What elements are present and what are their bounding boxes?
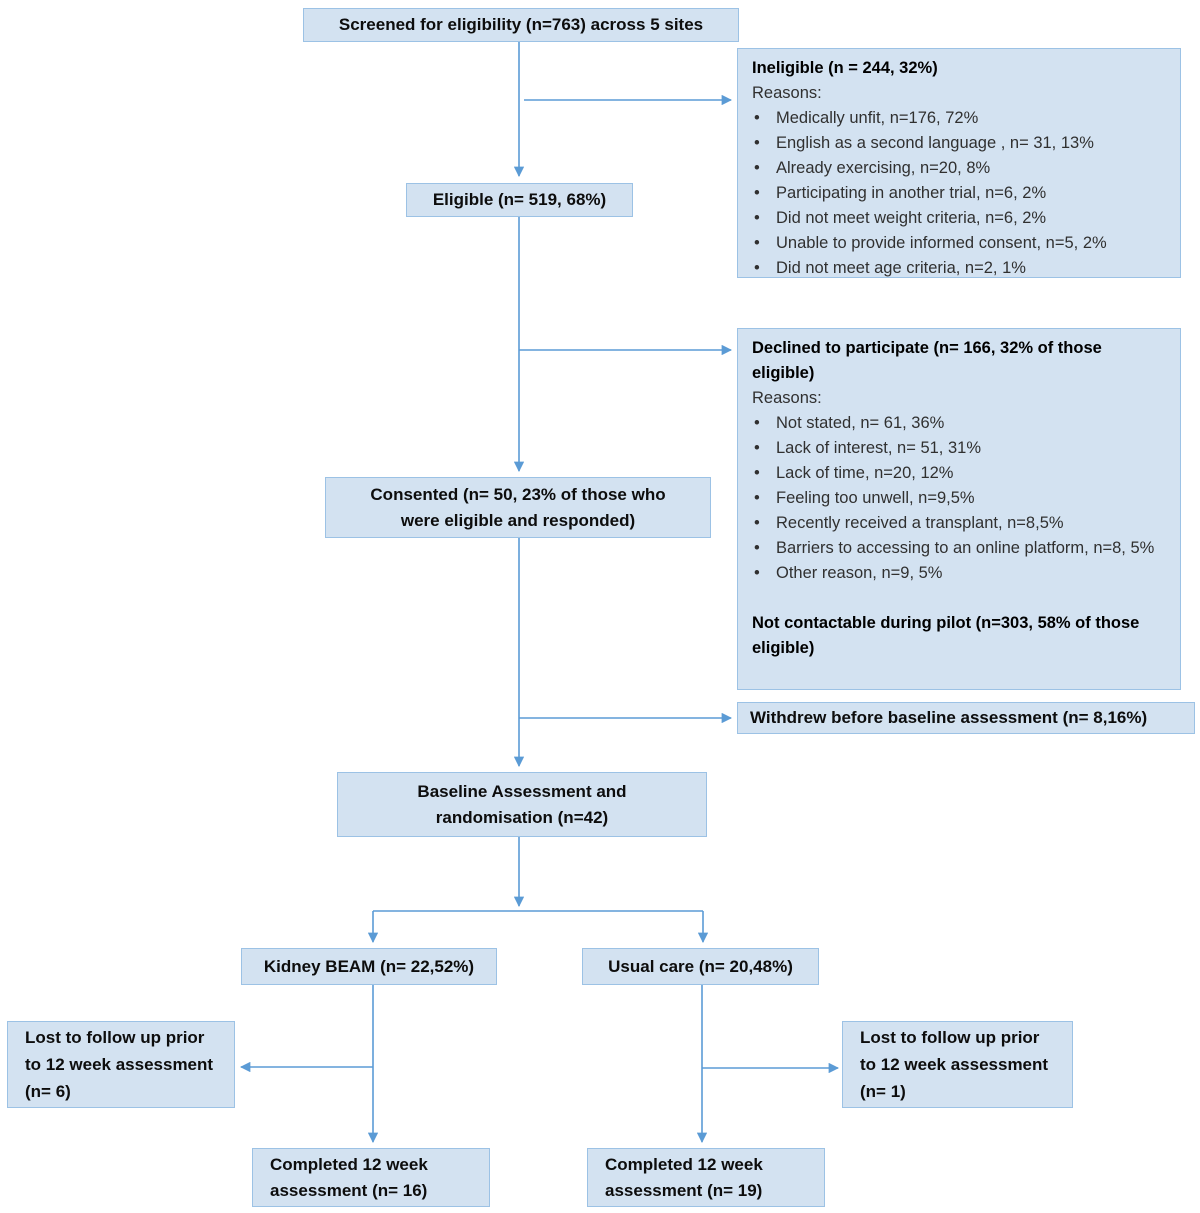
box-completed-right: Completed 12 week assessment (n= 19): [587, 1148, 825, 1207]
box-withdrew: Withdrew before baseline assessment (n= …: [737, 702, 1195, 734]
box-declined-title: Declined to participate (n= 166, 32% of …: [752, 339, 1102, 382]
box-completed-right-line: Completed 12 week: [605, 1154, 763, 1174]
reason-item: Medically unfit, n=176, 72%: [752, 106, 1166, 131]
box-lost-left: Lost to follow up prior to 12 week asses…: [7, 1021, 235, 1108]
box-screened: Screened for eligibility (n=763) across …: [303, 8, 739, 42]
box-lost-left-line: (n= 6): [25, 1082, 71, 1101]
box-kidney-beam-label: Kidney BEAM (n= 22,52%): [263, 956, 475, 976]
box-baseline-line: Baseline Assessment and: [417, 781, 627, 801]
reason-item: Lack of time, n=20, 12%: [752, 461, 1166, 486]
box-eligible: Eligible (n= 519, 68%): [406, 183, 633, 217]
box-declined-reasons-list: Not stated, n= 61, 36% Lack of interest,…: [752, 411, 1166, 586]
reason-item: English as a second language , n= 31, 13…: [752, 131, 1166, 156]
box-kidney-beam: Kidney BEAM (n= 22,52%): [241, 948, 497, 985]
reason-item: Already exercising, n=20, 8%: [752, 156, 1166, 181]
box-lost-right-line: (n= 1): [860, 1082, 906, 1101]
box-usual-care-label: Usual care (n= 20,48%): [608, 956, 793, 976]
box-completed-right-line: assessment (n= 19): [605, 1180, 763, 1200]
box-consented-line: Consented (n= 50, 23% of those who: [370, 484, 666, 504]
box-ineligible: Ineligible (n = 244, 32%) Reasons: Medic…: [737, 48, 1181, 281]
box-baseline: Baseline Assessment and randomisation (n…: [337, 772, 707, 837]
box-consented: Consented (n= 50, 23% of those who were …: [325, 477, 711, 538]
box-declined-reasons-label: Reasons:: [752, 389, 822, 407]
box-ineligible-reasons-list: Medically unfit, n=176, 72% English as a…: [752, 106, 1166, 281]
box-lost-left-line: Lost to follow up prior: [25, 1028, 205, 1047]
box-ineligible-title: Ineligible (n = 244, 32%): [752, 59, 938, 77]
box-lost-left-line: to 12 week assessment: [25, 1055, 214, 1074]
box-baseline-line: randomisation (n=42): [435, 807, 609, 827]
box-usual-care: Usual care (n= 20,48%): [582, 948, 819, 985]
box-declined: Declined to participate (n= 166, 32% of …: [737, 328, 1181, 690]
box-lost-right: Lost to follow up prior to 12 week asses…: [842, 1021, 1073, 1108]
reason-item: Recently received a transplant, n=8,5%: [752, 511, 1166, 536]
reason-item: Did not meet age criteria, n=2, 1%: [752, 256, 1166, 281]
reason-item: Feeling too unwell, n=9,5%: [752, 486, 1166, 511]
box-withdrew-label: Withdrew before baseline assessment (n= …: [750, 708, 1148, 727]
box-lost-right-line: Lost to follow up prior: [860, 1028, 1040, 1047]
box-lost-right-line: to 12 week assessment: [860, 1055, 1049, 1074]
reason-item: Not stated, n= 61, 36%: [752, 411, 1166, 436]
reason-item: Participating in another trial, n=6, 2%: [752, 181, 1166, 206]
box-eligible-label: Eligible (n= 519, 68%): [432, 190, 607, 209]
box-declined-note: Not contactable during pilot (n=303, 58%…: [752, 614, 1140, 657]
reason-item: Lack of interest, n= 51, 31%: [752, 436, 1166, 461]
box-completed-left-line: Completed 12 week: [270, 1154, 428, 1174]
box-ineligible-reasons-label: Reasons:: [752, 84, 822, 102]
box-screened-label: Screened for eligibility (n=763) across …: [338, 15, 704, 34]
reason-item: Did not meet weight criteria, n=6, 2%: [752, 206, 1166, 231]
box-completed-left-line: assessment (n= 16): [270, 1180, 428, 1200]
reason-item: Other reason, n=9, 5%: [752, 561, 1166, 586]
box-completed-left: Completed 12 week assessment (n= 16): [252, 1148, 490, 1207]
reason-item: Unable to provide informed consent, n=5,…: [752, 231, 1166, 256]
reason-item: Barriers to accessing to an online platf…: [752, 536, 1166, 561]
box-consented-line: were eligible and responded): [400, 510, 636, 530]
